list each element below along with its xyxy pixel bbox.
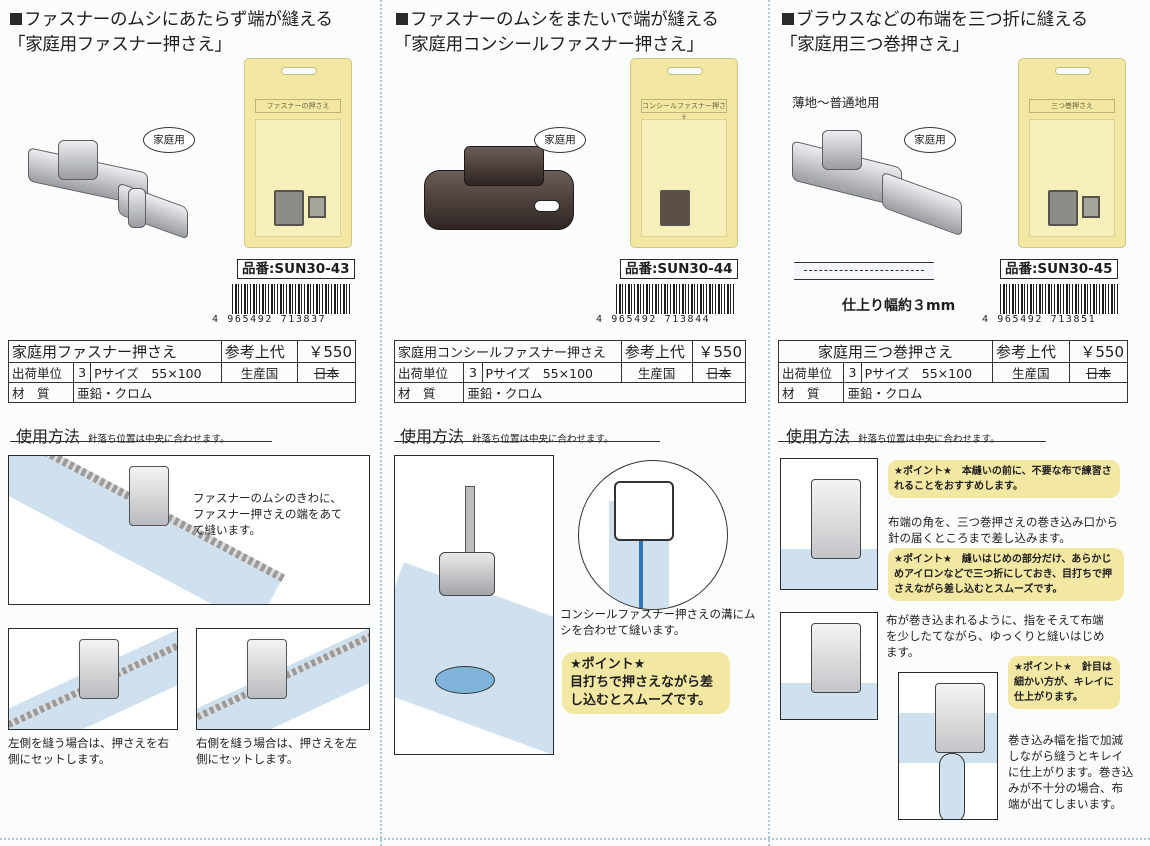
material-value: 亜鉛・クロム [843,382,1128,403]
home-use-badge: 家庭用 [143,127,195,153]
usage-illustration-main [394,455,554,755]
origin-value: 日本 [297,362,356,383]
barcode [616,284,734,314]
spec-name: 家庭用三つ巻押さえ [778,340,993,363]
origin-label: 生産国 [620,362,693,383]
point-box: ★ポイント★ 本縫いの前に、不要な布で練習されることをおすすめします。 [888,460,1120,498]
part-number: 品番:SUN30-44 [620,259,738,279]
barcode-number: 4 965492 713851 [982,314,1097,325]
material-label: 材 質 [777,382,845,403]
material-value: 亜鉛・クロム [463,382,746,403]
origin-value: 日本 [1068,362,1129,383]
instruction-text: 右側を縫う場合は、押さえを左側にセットします。 [196,736,357,766]
usage-heading: 使用方法針落ち位置は中央に合わせます。 [16,427,230,446]
package-label: 三つ巻押さえ [1029,99,1115,113]
instruction-text: ファスナーのムシのきわに、ファスナー押さえの端をあてて縫います。 [193,491,343,537]
instruction-text: 布が巻き込まれるように、指をそえて布端を少したてながら、ゆっくりと縫いはじめます… [886,613,1105,659]
origin-label: 生産国 [220,362,299,383]
price: ￥550 [691,340,747,363]
hem-diagram [794,262,934,280]
spec-table: 家庭用三つ巻押さえ 参考上代 ￥550 出荷単位 3 Pサイズ 55×100 生… [777,340,1129,403]
unit-value: 3 [843,362,862,383]
barcode [232,284,350,314]
material-label: 材 質 [7,382,75,403]
product-title: ブラウスなどの布端を三つ折に縫える [782,8,1088,32]
usage-heading: 使用方法針落ち位置は中央に合わせます。 [786,427,1000,446]
detail-circle [578,460,728,610]
square-bullet-icon [10,13,22,25]
zipper-foot-photo [18,140,208,250]
price: ￥550 [297,340,356,363]
package-label: ファスナーの押さえ [255,99,341,113]
spec-table: 家庭用ファスナー押さえ 参考上代 ￥550 出荷単位 3 Pサイズ 55×100… [7,340,356,403]
unit-label: 出荷単位 [7,362,75,383]
ref-price-label: 参考上代 [991,340,1070,363]
point-box: ★ポイント★ 針目は細かい方が、キレイに仕上がります。 [1008,656,1120,709]
bottom-divider [0,838,1150,840]
usage-illustration-3 [898,672,998,820]
size-cell: Pサイズ 55×100 [860,362,993,383]
usage-heading: 使用方法針落ち位置は中央に合わせます。 [400,427,614,446]
point-box: ★ポイント★ 目打ちで押さえながら差し込むとスムーズです。 [562,652,730,714]
ref-price-label: 参考上代 [620,340,693,363]
product-name-heading: 「家庭用三つ巻押さえ」 [780,35,970,55]
point-label: ★ポイント★ [570,657,646,672]
unit-label: 出荷単位 [393,362,465,383]
product-name-heading: 「家庭用ファスナー押さえ」 [8,35,232,55]
package-label: コンシールファスナー押さえ [641,99,727,122]
point-box: ★ポイント★ 縫いはじめの部分だけ、あらかじめアイロンなどで三つ折にしておき、目… [888,548,1124,601]
usage-illustration-main: ファスナーのムシのきわに、ファスナー押さえの端をあてて縫います。 [8,455,370,605]
barcode [1000,284,1118,314]
product-package: 三つ巻押さえ [1018,58,1126,248]
material-value: 亜鉛・クロム [73,382,356,403]
size-cell: Pサイズ 55×100 [90,362,222,383]
unit-value: 3 [463,362,483,383]
barcode-number: 4 965492 713837 [212,314,327,325]
column-divider [380,0,382,846]
spec-name: 家庭用ファスナー押さえ [8,340,222,363]
origin-value: 日本 [691,362,747,383]
ref-price-label: 参考上代 [220,340,299,363]
square-bullet-icon [782,13,794,25]
size-cell: Pサイズ 55×100 [481,362,622,383]
product-package: コンシールファスナー押さえ [630,58,738,248]
product-name-heading: 「家庭用コンシールファスナー押さえ」 [394,35,704,55]
concealed-zipper-foot-photo [424,140,594,250]
usage-illustration-right [196,628,370,730]
fabric-range: 薄地〜普通地用 [792,95,880,110]
product-package: ファスナーの押さえ [244,58,352,248]
part-number: 品番:SUN30-45 [1000,259,1118,279]
instruction-text: 巻き込み幅を指で加減しながら縫うとキレイに仕上がります。巻き込みが不十分の場合、… [1008,733,1134,811]
home-use-badge: 家庭用 [904,127,956,153]
origin-label: 生産国 [991,362,1070,383]
usage-illustration-2 [780,612,878,720]
product-rolled-hem-foot: ブラウスなどの布端を三つ折に縫える 「家庭用三つ巻押さえ」 薄地〜普通地用 家庭… [772,0,1150,846]
usage-illustration-left [8,628,178,730]
column-divider [768,0,770,846]
product-title: ファスナーのムシをまたいで端が縫える [396,8,719,32]
barcode-number: 4 965492 713844 [596,314,711,325]
unit-label: 出荷単位 [777,362,845,383]
spec-name: 家庭用コンシールファスナー押さえ [394,340,622,363]
price: ￥550 [1068,340,1129,363]
product-title: ファスナーのムシにあたらず端が縫える [10,8,333,32]
product-zipper-foot: ファスナーのムシにあたらず端が縫える 「家庭用ファスナー押さえ」 家庭用 ファス… [0,0,380,846]
instruction-text: 左側を縫う場合は、押さえを右側にセットします。 [8,736,169,766]
unit-value: 3 [73,362,92,383]
part-number: 品番:SUN30-43 [237,259,355,279]
rolled-hem-foot-photo [792,130,982,250]
square-bullet-icon [396,13,408,25]
usage-illustration-1 [780,458,878,590]
material-label: 材 質 [393,382,465,403]
instruction-text: 布端の角を、三つ巻押さえの巻き込み口から針の届くところまで差し込みます。 [888,515,1118,545]
product-concealed-zipper-foot: ファスナーのムシをまたいで端が縫える 「家庭用コンシールファスナー押さえ」 家庭… [384,0,768,846]
finish-width: 仕上り幅約３mm [842,298,956,314]
home-use-badge: 家庭用 [534,127,586,153]
spec-table: 家庭用コンシールファスナー押さえ 参考上代 ￥550 出荷単位 3 Pサイズ 5… [393,340,747,403]
instruction-text: コンシールファスナー押さえの溝にムシを合わせて縫います。 [560,607,756,637]
point-text: 目打ちで押さえながら差し込むとスムーズです。 [570,675,714,708]
